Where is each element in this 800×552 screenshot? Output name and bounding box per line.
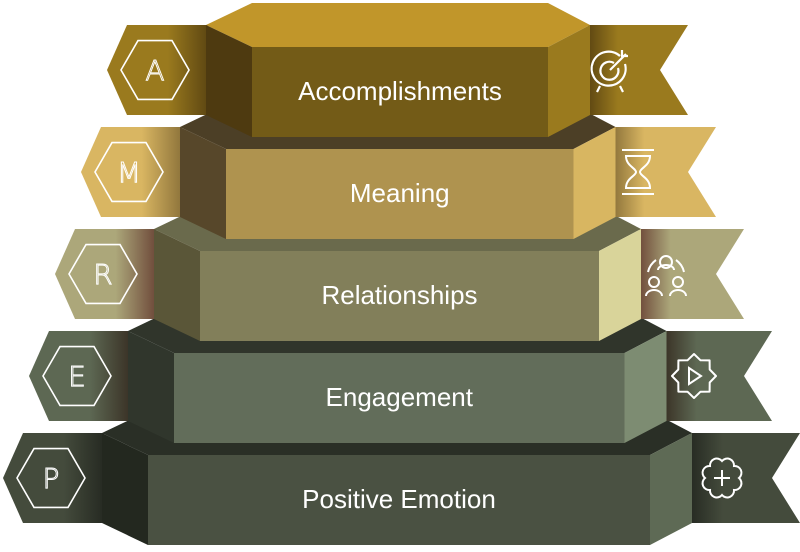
right-face [650,433,692,545]
gear-play-icon [671,353,717,399]
left-ribbon [107,25,208,115]
flower-plus-icon [701,457,743,499]
hexagon-badge [42,345,112,407]
tier-label: Meaning [350,178,450,208]
hourglass-shape [622,149,654,195]
person-left [648,276,660,288]
badge-letter: R [93,258,112,291]
person-top [659,255,673,269]
tier-positive-emotion: Positive Emotion P [3,411,800,545]
tier-accomplishments: Accomplishments A [107,3,688,137]
hourglass-icon [622,149,654,195]
target-outer-ring [590,50,627,87]
right-face [599,229,641,341]
target-arrow [596,50,628,93]
top-face [206,3,590,47]
hexagon-badge [120,39,190,101]
tier-label: Accomplishments [298,76,502,106]
left-ribbon [29,331,130,421]
right-ribbon [690,433,800,523]
right-face [548,25,590,137]
badge-letter: E [68,360,86,393]
left-ribbon [3,433,104,523]
front-face [148,455,650,545]
tier-label: Engagement [326,382,474,412]
right-ribbon [639,229,744,319]
hexagon-badge [16,447,86,509]
right-ribbon [613,127,716,217]
left-face [102,433,148,545]
front-face [200,251,599,341]
left-face [180,127,226,239]
gear-outline [671,353,717,399]
left-face [154,229,200,341]
badge-letter: A [145,54,164,87]
hexagon-badge [94,141,164,203]
tier-label: Relationships [321,280,477,310]
plus-sign [714,470,730,486]
left-face [128,331,174,443]
flower-outline [701,457,743,499]
target-icon [590,50,628,93]
play-triangle [688,366,703,386]
left-ribbon [81,127,182,217]
left-ribbon [55,229,156,319]
tier-label: Positive Emotion [302,484,496,514]
badge-letter: M [117,156,141,189]
right-ribbon [588,25,688,115]
right-ribbon [664,331,772,421]
front-face [174,353,625,443]
people-links [645,259,687,297]
front-face [226,149,574,239]
right-face [624,331,667,443]
front-face [252,47,548,137]
target-inner-ring [599,60,620,81]
right-face [573,127,616,239]
person-right [672,276,684,288]
badge-letter: P [43,462,60,495]
hexagon-badge [68,243,138,305]
people-network-icon [645,255,687,297]
left-face [206,25,252,137]
